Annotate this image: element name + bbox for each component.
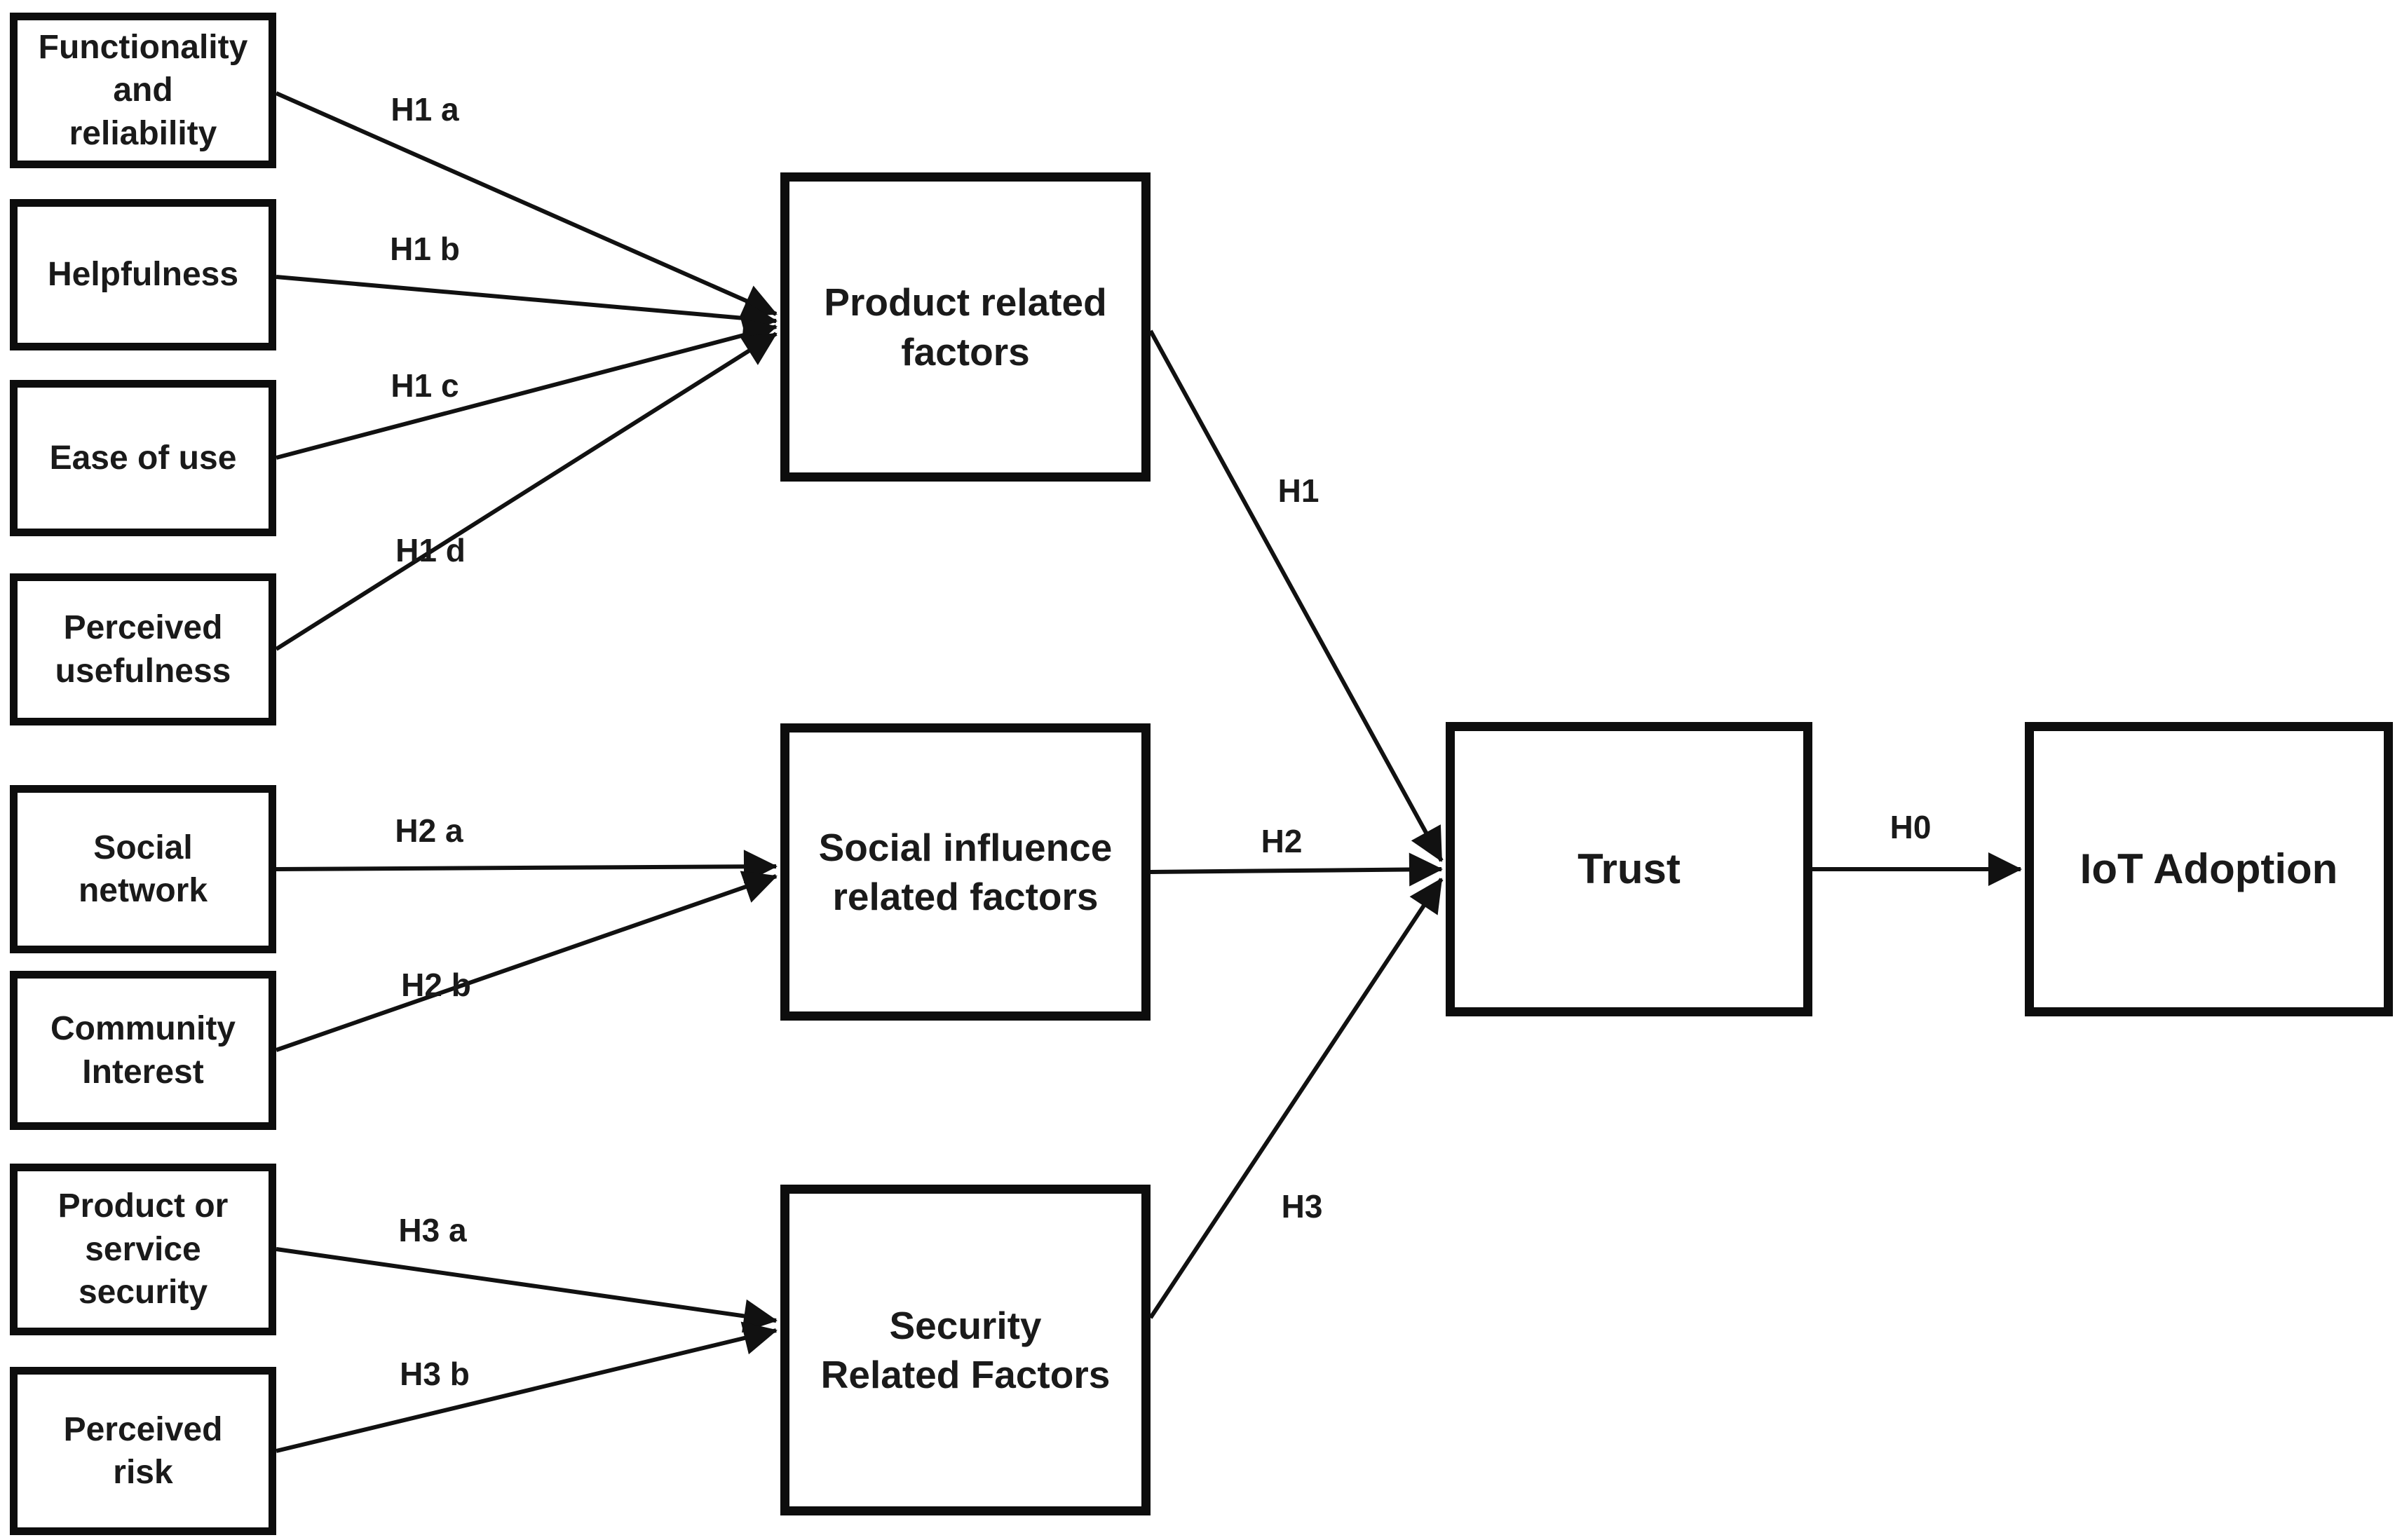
node-social-network: Social network <box>10 785 276 953</box>
node-ease-of-use: Ease of use <box>10 380 276 536</box>
edge-label-h1c: H1 c <box>391 367 459 404</box>
edge-h1c <box>276 318 778 460</box>
edge-h3 <box>1148 878 1444 1319</box>
edge-label-h2: H2 <box>1261 823 1303 859</box>
edge-label-h3: H3 <box>1282 1188 1323 1225</box>
node-social-influence-related-factors: Social influence related factors <box>780 723 1151 1021</box>
node-label: Social influence related factors <box>818 825 1113 918</box>
node-label: Social network <box>78 829 208 909</box>
node-security-related-factors: Security Related Factors <box>780 1185 1151 1515</box>
edge-h1b <box>276 275 778 335</box>
node-helpfulness: Helpfulness <box>10 199 276 350</box>
edge-label-h2b: H2 b <box>401 967 471 1003</box>
node-label: Perceived risk <box>63 1410 223 1491</box>
edge-h3a <box>276 1247 778 1333</box>
edge-h1d <box>275 332 778 651</box>
edge-label-h1d: H1 d <box>395 532 466 568</box>
node-iot-adoption: IoT Adoption <box>2025 722 2393 1016</box>
edge-h2a <box>276 850 778 884</box>
node-label: Trust <box>1577 845 1681 892</box>
edge-label-h0: H0 <box>1890 809 1932 845</box>
edge-h2 <box>1150 852 1443 887</box>
node-label: Functionality and reliability <box>38 28 248 152</box>
node-community-interest: Community Interest <box>10 971 276 1130</box>
node-label: Product or service security <box>57 1187 229 1311</box>
node-functionality-and-reliability: Functionality and reliability <box>10 13 276 168</box>
node-label: Community Interest <box>50 1010 236 1091</box>
edge-h3b <box>276 1321 778 1453</box>
node-product-related-factors: Product related factors <box>780 172 1151 482</box>
node-label: Perceived usefulness <box>55 609 231 690</box>
edge-label-h1a: H1 a <box>391 91 459 128</box>
node-label: IoT Adoption <box>2079 845 2338 892</box>
edge-h2b <box>276 871 778 1052</box>
edge-label-h1b: H1 b <box>390 231 460 267</box>
edge-label-h3a: H3 a <box>398 1212 467 1248</box>
edge-h1a <box>275 91 778 317</box>
node-product-or-service-security: Product or service security <box>10 1164 276 1335</box>
edge-label-h3b: H3 b <box>400 1356 470 1392</box>
edge-label-h1: H1 <box>1278 472 1319 509</box>
node-perceived-usefulness: Perceived usefulness <box>10 573 276 725</box>
node-trust: Trust <box>1446 722 1812 1016</box>
node-label: Helpfulness <box>47 256 239 294</box>
edge-label-h2a: H2 a <box>395 812 463 849</box>
node-label: Product related factors <box>824 280 1107 374</box>
node-label: Ease of use <box>49 439 237 477</box>
node-label: Security Related Factors <box>820 1303 1111 1396</box>
node-perceived-risk: Perceived risk <box>10 1367 276 1535</box>
edge-h1 <box>1148 329 1444 862</box>
